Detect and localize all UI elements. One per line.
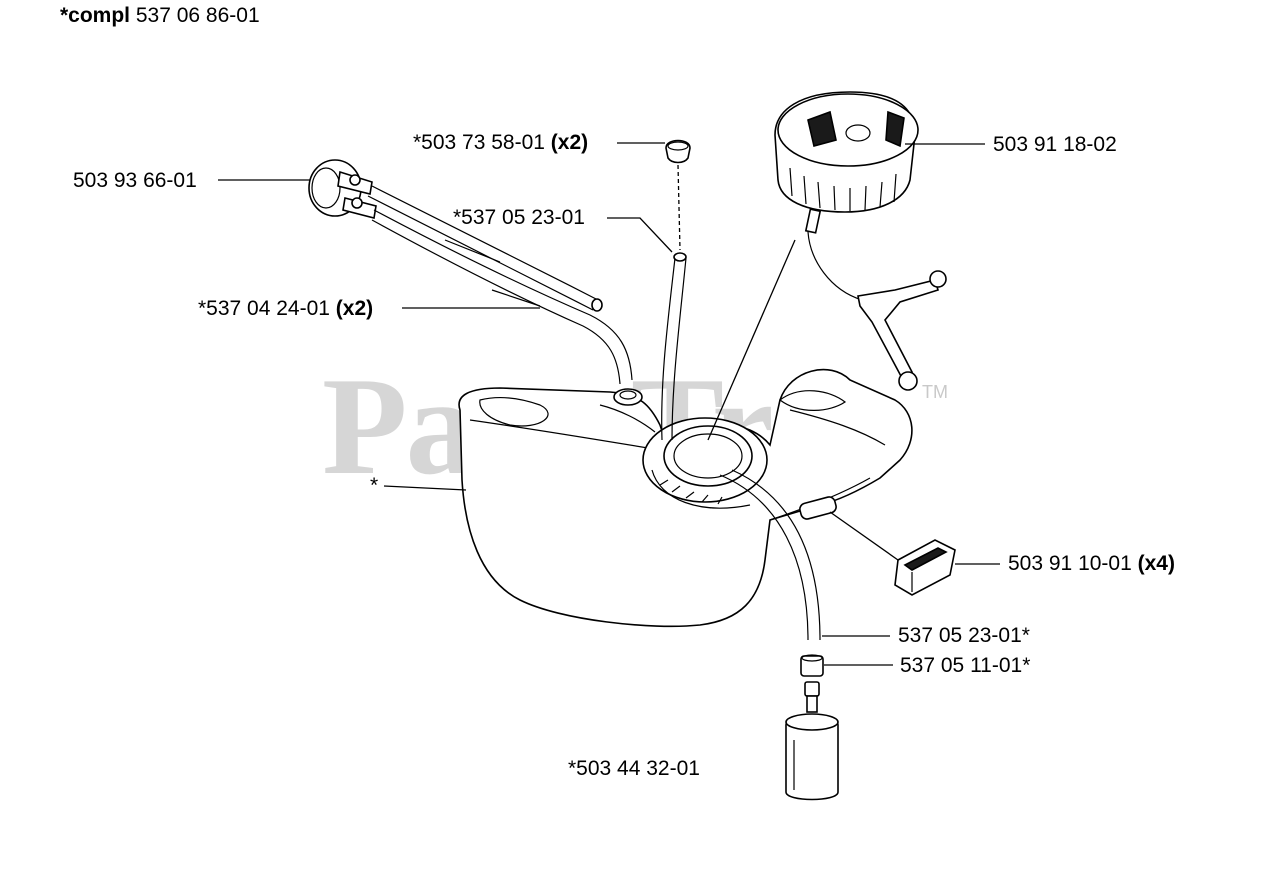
watermark-trademark: TM [922, 382, 948, 402]
return-hose-drawing[interactable] [661, 164, 687, 441]
callout-connector-number: 537 05 11-01* [900, 654, 1031, 677]
callout-connector[interactable]: 537 05 11-01* [900, 654, 1030, 678]
callout-fuel-hoses-number: *537 04 24-01 [198, 297, 330, 320]
callout-fuel-hoses[interactable]: *537 04 24-01 (x2) [198, 297, 373, 321]
callout-fuel-line[interactable]: 537 05 23-01* [898, 624, 1030, 648]
callout-fuel-hoses-qty: (x2) [335, 297, 374, 320]
fuel-line-drawing[interactable] [707, 239, 821, 641]
fuel-hoses-drawing[interactable] [367, 185, 633, 385]
callout-fuel-line-number: 537 05 23-01* [898, 624, 1030, 647]
fuel-filter-drawing[interactable] [785, 681, 839, 801]
assembly-header: *compl 537 06 86-01 [60, 4, 260, 28]
callout-return-hose[interactable]: *537 05 23-01 [453, 206, 585, 230]
callout-rubber-mount-number: 503 91 10-01 [1008, 552, 1132, 575]
leader-lines [218, 142, 1000, 666]
callout-fuel-filter[interactable]: *503 44 32-01 [568, 757, 700, 781]
callout-primer-bulb-number: 503 93 66-01 [73, 169, 197, 192]
primer-bulb-drawing[interactable] [308, 159, 377, 219]
callout-grommet-qty: (x2) [550, 131, 589, 154]
callout-grommet[interactable]: *503 73 58-01 (x2) [413, 131, 588, 155]
callout-rubber-mount[interactable]: 503 91 10-01 (x4) [1008, 552, 1175, 576]
rubber-mount-drawing[interactable] [829, 511, 956, 596]
callout-primer-bulb[interactable]: 503 93 66-01 [73, 169, 197, 193]
fuel-cap-drawing[interactable] [774, 91, 947, 391]
callout-rubber-mount-qty: (x4) [1137, 552, 1175, 575]
callout-tank-number: * [370, 474, 379, 497]
grommet-drawing[interactable] [665, 139, 691, 164]
callout-tank[interactable]: * [370, 474, 378, 498]
fuel-tank-drawing[interactable] [458, 368, 913, 628]
assembly-number: 537 06 86-01 [135, 4, 260, 27]
connector-drawing[interactable] [800, 654, 824, 677]
callout-fuel-filter-number: *503 44 32-01 [568, 757, 700, 780]
callout-fuel-cap[interactable]: 503 91 18-02 [993, 133, 1117, 157]
assembly-prefix: *compl [60, 4, 131, 27]
callout-return-hose-number: *537 05 23-01 [453, 206, 585, 229]
callout-fuel-cap-number: 503 91 18-02 [993, 133, 1117, 156]
callout-grommet-number: *503 73 58-01 [413, 131, 545, 154]
